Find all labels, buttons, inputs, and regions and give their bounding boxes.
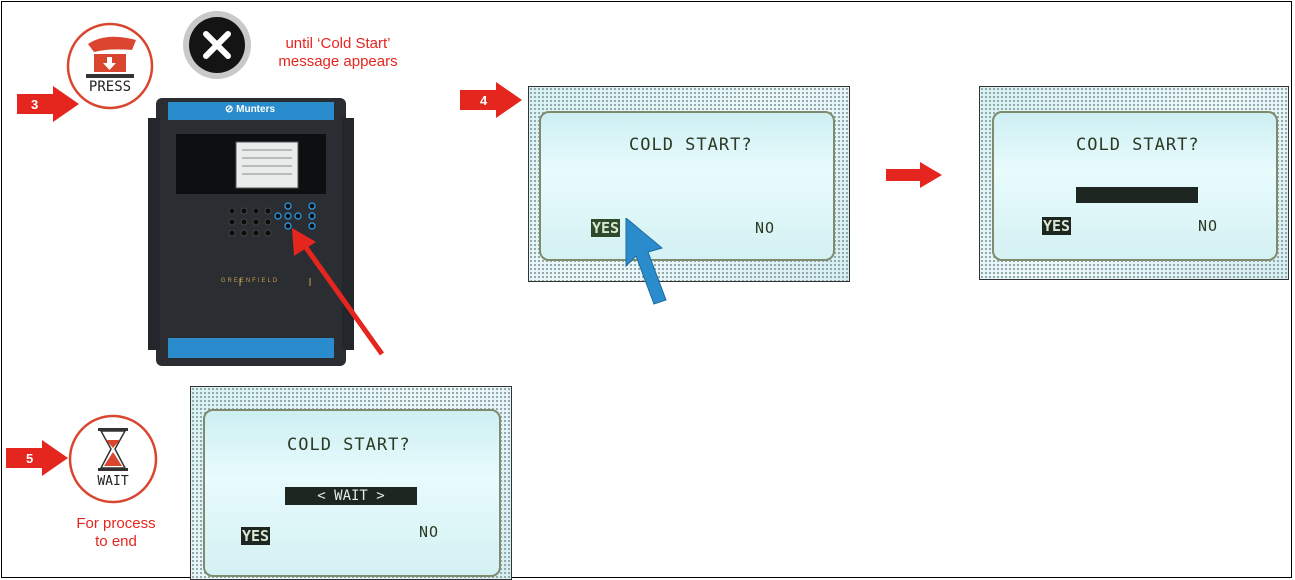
process-note-line1: For process — [76, 515, 156, 532]
lcd-bezel — [539, 111, 835, 261]
step-3-arrow: 3 — [17, 86, 79, 122]
step-3-number: 3 — [31, 97, 38, 112]
process-note-line2: to end — [95, 533, 137, 550]
process-note: For process to end — [56, 515, 176, 551]
controller-brand: Munters — [236, 104, 276, 115]
lcd-wait-bar: < WAIT > — [285, 487, 417, 505]
hourglass-icon — [98, 428, 128, 471]
lcd-no-option: NO — [419, 523, 440, 541]
step-4-number: 4 — [480, 93, 488, 108]
lcd-screen-cold-start-select: COLD START? YES NO — [528, 86, 850, 282]
cold-start-note: until ‘Cold Start’ message appears — [258, 35, 418, 71]
lcd-screen-cold-start-confirm: COLD START? YES NO — [979, 86, 1289, 280]
step-5-number: 5 — [26, 451, 33, 466]
cold-start-note-line2: message appears — [278, 53, 398, 70]
controller-device: ⊘ Munters GREENFIELD — [146, 98, 354, 366]
lcd-yes-option-selected: YES — [591, 219, 621, 237]
wait-label: WAIT — [97, 474, 129, 489]
lcd-question: COLD START? — [287, 435, 411, 455]
pointer-arrow-blue — [625, 218, 667, 305]
cold-start-note-line1: until ‘Cold Start’ — [285, 35, 391, 52]
lcd-screen-cold-start-wait: COLD START? < WAIT > YES NO — [190, 386, 512, 580]
lcd-progress-bar — [1076, 187, 1198, 203]
lcd-no-option: NO — [755, 219, 776, 237]
step-4-arrow: 4 — [460, 82, 522, 118]
lcd-yes-option-selected: YES — [1042, 217, 1072, 235]
munters-logo-icon: ⊘ — [224, 104, 234, 115]
pointer-arrow-red — [292, 228, 385, 356]
transition-arrow — [886, 162, 942, 188]
lcd-yes-option-selected: YES — [241, 527, 271, 545]
controller-model-label: GREENFIELD — [220, 278, 280, 284]
controller-brand-label: ⊘ Munters — [146, 104, 354, 115]
wait-icon: WAIT — [68, 414, 158, 504]
press-icon: PRESS — [66, 22, 154, 110]
lcd-no-option: NO — [1198, 217, 1219, 235]
lcd-question: COLD START? — [629, 135, 753, 155]
lcd-bezel — [992, 111, 1278, 261]
lcd-question: COLD START? — [1076, 135, 1200, 155]
press-label: PRESS — [88, 79, 132, 95]
step-5-arrow: 5 — [6, 440, 68, 476]
close-button-icon — [183, 11, 251, 79]
